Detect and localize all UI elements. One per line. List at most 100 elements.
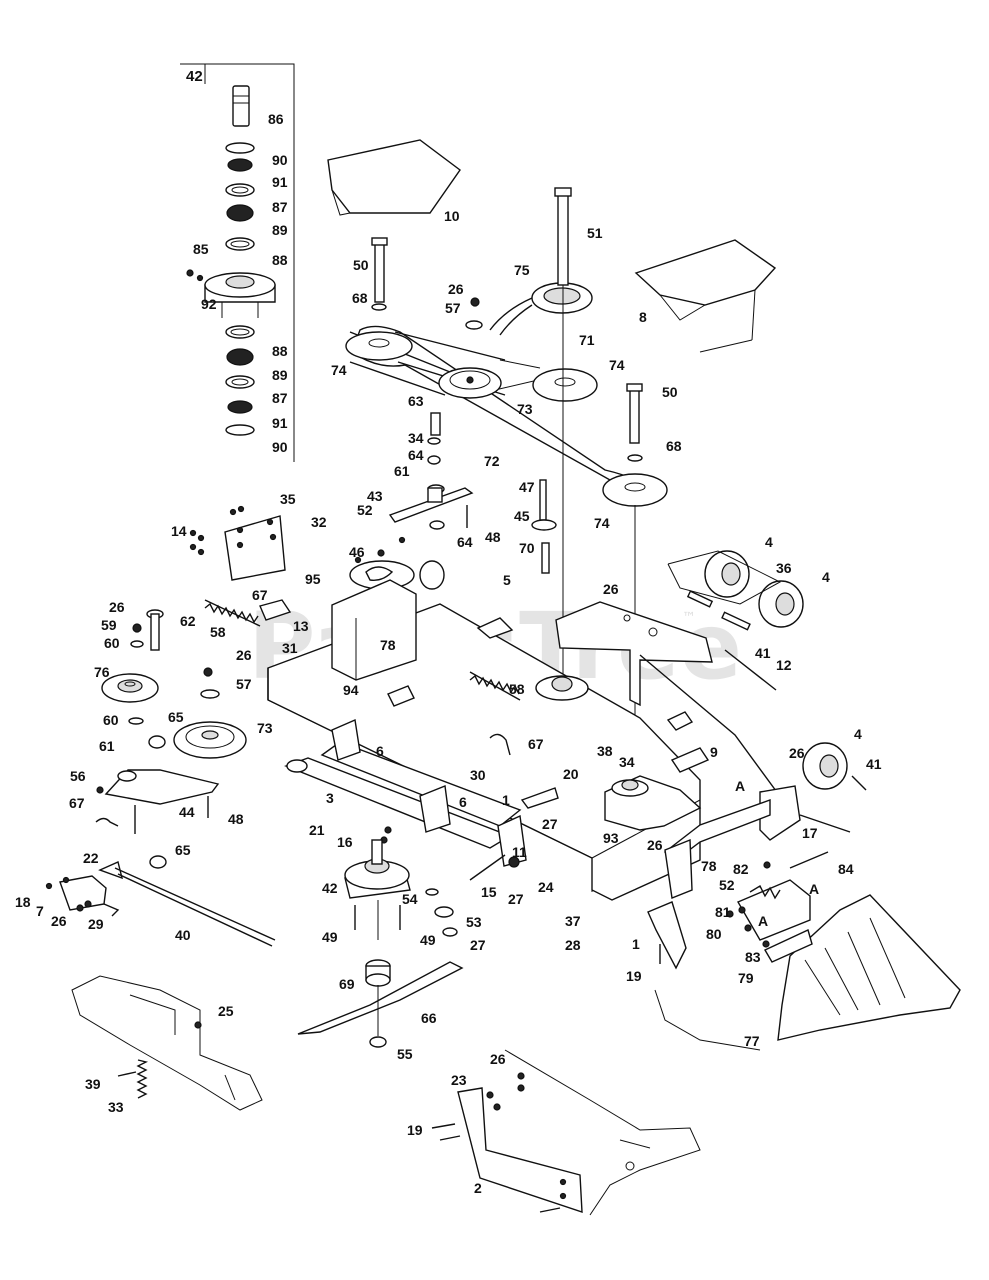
part-label-l10: 10 xyxy=(444,208,460,224)
part-label-l74c: 74 xyxy=(594,515,610,531)
idler-arm-44 xyxy=(104,769,220,805)
gauge-wheel-4-c xyxy=(802,742,848,790)
part-label-l95: 95 xyxy=(305,571,321,587)
part-label-l19b: 19 xyxy=(407,1122,423,1138)
part-label-l88a: 88 xyxy=(272,252,288,268)
part-label-l67c: 67 xyxy=(69,795,85,811)
part-label-l44: 44 xyxy=(179,804,195,820)
part-label-l67a: 67 xyxy=(252,587,268,603)
part-label-l48b: 48 xyxy=(228,811,244,827)
part-label-l52a: 52 xyxy=(357,502,373,518)
part-label-l76: 76 xyxy=(94,664,110,680)
part-label-l83: 83 xyxy=(745,949,761,965)
part-label-l53: 53 xyxy=(466,914,482,930)
part-label-l65a: 65 xyxy=(168,709,184,725)
part-label-l63: 63 xyxy=(408,393,424,409)
bracket-clip xyxy=(666,711,694,731)
part-label-l45: 45 xyxy=(514,508,530,524)
watermark-trademark: ™ xyxy=(682,610,696,626)
part-label-l67b: 67 xyxy=(528,736,544,752)
blade-adapter-69 xyxy=(365,959,391,987)
part-label-l9: 9 xyxy=(710,744,718,760)
deflector-bracket-2 xyxy=(431,1072,583,1213)
center-pulley-housing xyxy=(535,675,589,701)
part-label-l39: 39 xyxy=(85,1076,101,1092)
part-label-l15: 15 xyxy=(481,884,497,900)
part-label-l82: 82 xyxy=(733,861,749,877)
part-label-l26d: 26 xyxy=(236,647,252,663)
part-label-l26a: 26 xyxy=(448,281,464,297)
gauge-wheel-4-a xyxy=(704,550,750,598)
gauge-wheel-4-b xyxy=(758,580,804,628)
part-label-l54: 54 xyxy=(402,891,418,907)
part-label-l73b: 73 xyxy=(257,720,273,736)
part-label-l27c: 27 xyxy=(470,937,486,953)
part-label-l74b: 74 xyxy=(609,357,625,373)
part-label-l87a: 87 xyxy=(272,199,288,215)
part-label-l33: 33 xyxy=(108,1099,124,1115)
part-label-l26c: 26 xyxy=(109,599,125,615)
discharge-chute-77 xyxy=(764,894,961,1041)
part-label-l92: 92 xyxy=(201,296,217,312)
part-label-l11: 11 xyxy=(512,844,527,860)
part-label-l30: 30 xyxy=(470,767,486,783)
hook-67-left xyxy=(95,817,119,827)
part-label-l26e: 26 xyxy=(789,745,805,761)
part-label-l48a: 48 xyxy=(485,529,501,545)
idler-pulley-73 xyxy=(173,721,247,759)
part-label-l41b: 41 xyxy=(866,756,882,772)
part-label-l77: 77 xyxy=(744,1033,760,1049)
hook-67 xyxy=(489,733,511,756)
part-label-l58b: 58 xyxy=(509,681,525,697)
part-label-l86: 86 xyxy=(268,111,284,127)
bolt-15 xyxy=(469,854,506,881)
part-label-l57b: 57 xyxy=(236,676,252,692)
part-label-l75: 75 xyxy=(514,262,530,278)
bolt-62 xyxy=(146,609,164,651)
part-label-l52b: 52 xyxy=(719,877,735,893)
part-label-l84: 84 xyxy=(838,861,854,877)
rod-84 xyxy=(789,851,829,869)
frame-right-outline xyxy=(504,1049,701,1216)
part-label-l28: 28 xyxy=(565,937,581,953)
part-label-l35: 35 xyxy=(280,491,296,507)
part-label-l68b: 68 xyxy=(666,438,682,454)
part-label-l32: 32 xyxy=(311,514,327,530)
part-label-l47: 47 xyxy=(519,479,535,495)
part-label-l4c: 4 xyxy=(854,726,862,742)
part-label-l64a: 64 xyxy=(408,447,424,463)
part-label-l2: 2 xyxy=(474,1180,482,1196)
part-label-l59: 59 xyxy=(101,617,117,633)
idler-arm-43 xyxy=(388,484,474,523)
part-label-l4b: 4 xyxy=(822,569,830,585)
part-label-l49a: 49 xyxy=(322,929,338,945)
part-label-l26b: 26 xyxy=(603,581,619,597)
part-label-l27b: 27 xyxy=(508,891,524,907)
part-label-l13: 13 xyxy=(293,618,309,634)
bracket-94 xyxy=(387,685,415,707)
part-label-l26g: 26 xyxy=(51,913,67,929)
part-label-l22: 22 xyxy=(83,850,99,866)
belt-cover-left xyxy=(327,139,461,216)
part-label-l26f: 26 xyxy=(647,837,663,853)
part-label-l40: 40 xyxy=(175,927,191,943)
bushing-65 xyxy=(149,855,167,869)
part-label-l18: 18 xyxy=(15,894,31,910)
part-label-l27a: 27 xyxy=(542,816,558,832)
part-label-l72: 72 xyxy=(484,453,500,469)
lift-bracket-left xyxy=(45,875,120,917)
part-label-l74a: 74 xyxy=(331,362,347,378)
part-label-l56: 56 xyxy=(70,768,86,784)
part-label-l26h: 26 xyxy=(490,1051,506,1067)
part-label-l42: 42 xyxy=(322,880,338,896)
bracket-1 xyxy=(647,901,687,970)
part-label-lA2: A xyxy=(809,881,819,897)
pulley-right-74 xyxy=(532,368,598,402)
part-label-l4a: 4 xyxy=(765,534,773,550)
bolt-50-left xyxy=(371,237,388,303)
spring-58-left xyxy=(204,599,292,627)
part-label-l68a: 68 xyxy=(352,290,368,306)
center-bracket-46 xyxy=(331,536,445,681)
part-label-l14: 14 xyxy=(171,523,187,539)
